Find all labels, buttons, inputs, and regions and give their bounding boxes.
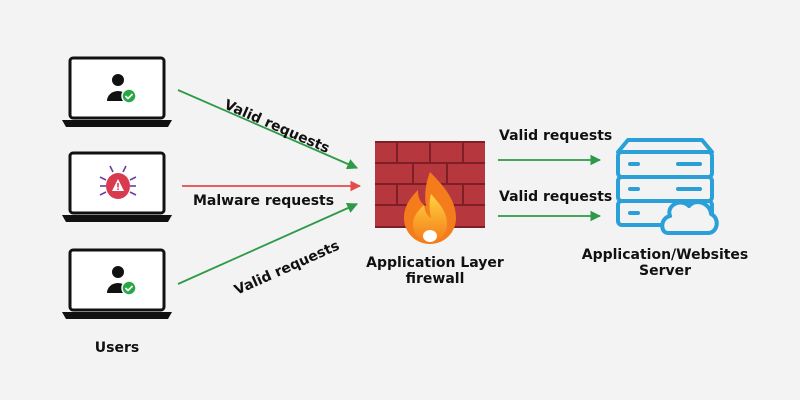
firewall-label-line2: firewall [405, 271, 465, 287]
arrow-valid-request-top [177, 89, 358, 170]
label-to-server-bottom: Valid requests [499, 189, 613, 205]
laptop-screen [68, 56, 166, 120]
bug-warning-icon [99, 165, 137, 199]
laptop-base [62, 312, 172, 319]
user-check-icon [107, 74, 137, 104]
server-cloud-icon [616, 138, 719, 235]
laptop-screen [68, 248, 166, 312]
laptop-valid-user-1 [62, 56, 172, 127]
server-label: Application/Websites Server [580, 247, 750, 279]
laptop-malware [62, 151, 172, 222]
server-label-line2: Server [638, 263, 691, 279]
label-malware-requests: Malware requests [193, 193, 335, 209]
laptop-base [62, 120, 172, 127]
laptop-valid-user-2 [62, 248, 172, 319]
server-label-line1: Application/Websites [581, 247, 749, 263]
label-to-server-top: Valid requests [499, 128, 613, 144]
firewall-label-line1: Application Layer [366, 255, 504, 271]
user-check-icon [107, 266, 137, 296]
laptop-base [62, 215, 172, 222]
flame-icon [404, 172, 456, 244]
firewall-label: Application Layer firewall [360, 255, 510, 287]
arrow-valid-request-bottom [177, 203, 358, 285]
firewall-icon [375, 141, 485, 244]
users-label: Users [94, 340, 140, 356]
